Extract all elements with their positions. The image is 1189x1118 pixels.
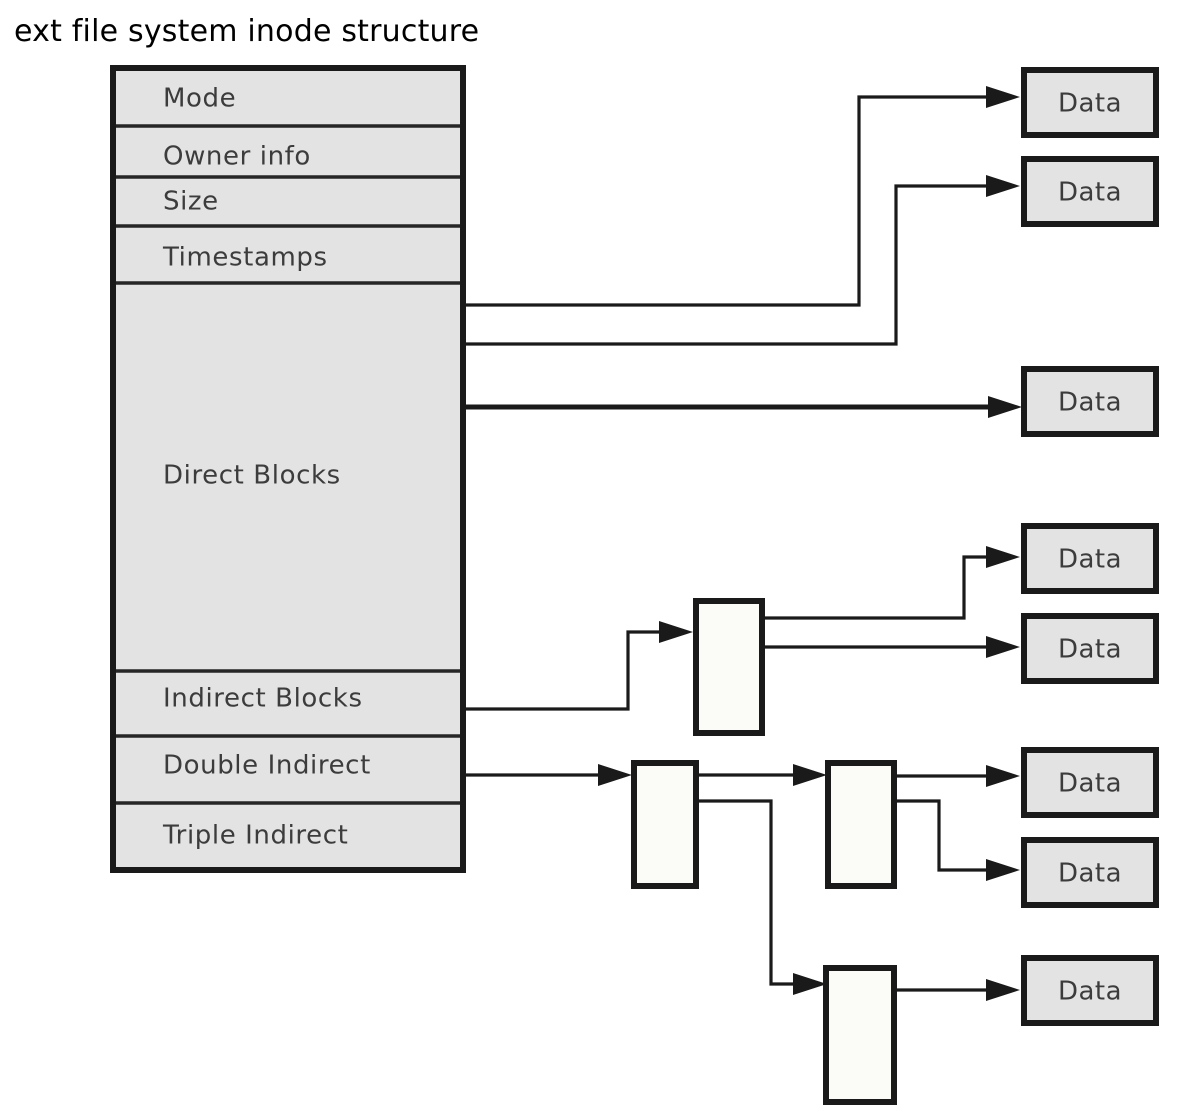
- connector-indirect-out-2: [762, 636, 1020, 658]
- indirect-block: [693, 598, 765, 736]
- connector-triple-out-1: [894, 979, 1020, 1001]
- triple-indirect-leaf-block: [823, 965, 897, 1105]
- data-block-8: Data: [1021, 955, 1159, 1026]
- data-block-7: Data: [1021, 837, 1159, 908]
- data-block-label: Data: [1058, 859, 1122, 889]
- inode-row-indirect-blocks: Indirect Blocks: [163, 684, 363, 714]
- connector-direct-1: [463, 86, 1020, 307]
- connector-double-indirect-out-1: [696, 764, 827, 786]
- data-block-label: Data: [1058, 635, 1122, 665]
- data-block-4: Data: [1021, 523, 1159, 594]
- double-indirect-block-box: [631, 760, 699, 889]
- inode-row-size: Size: [163, 187, 219, 217]
- connector-direct-3: [463, 396, 1022, 418]
- triple-indirect-leaf-block-box: [823, 965, 897, 1105]
- data-block-label: Data: [1058, 89, 1122, 119]
- page-title: ext file system inode structure: [14, 14, 480, 49]
- double-indirect-leaf-block-box: [825, 760, 897, 889]
- inode-row-timestamps: Timestamps: [162, 243, 328, 273]
- double-indirect-block: [631, 760, 699, 889]
- inode-border: [110, 65, 466, 873]
- inode-row-mode: Mode: [163, 84, 236, 114]
- data-block-label: Data: [1058, 769, 1122, 799]
- data-block-label: Data: [1058, 545, 1122, 575]
- data-block-1: Data: [1021, 67, 1159, 138]
- connector-direct-2: [463, 175, 1020, 346]
- inode-row-triple-indirect: Triple Indirect: [162, 821, 348, 851]
- connector-leaf-out-1: [894, 765, 1020, 787]
- data-block-2: Data: [1021, 156, 1159, 227]
- connector-indirect-out-1: [762, 546, 1020, 620]
- inode-block: Mode Owner info Size Timestamps Direct B…: [110, 65, 466, 873]
- double-indirect-leaf-block: [825, 760, 897, 889]
- data-block-label: Data: [1058, 178, 1122, 208]
- connector-double-indirect-entry: [463, 764, 632, 786]
- connector-indirect-entry: [463, 621, 693, 711]
- inode-row-owner-info: Owner info: [163, 142, 311, 172]
- data-block-5: Data: [1021, 613, 1159, 684]
- inode-row-direct-blocks: Direct Blocks: [163, 461, 341, 491]
- connector-double-indirect-out-2: [696, 799, 827, 995]
- indirect-block-box: [693, 598, 765, 736]
- connector-leaf-out-2: [894, 799, 1020, 881]
- data-block-label: Data: [1058, 977, 1122, 1007]
- inode-row-double-indirect: Double Indirect: [163, 751, 371, 781]
- data-block-3: Data: [1021, 366, 1159, 437]
- data-block-6: Data: [1021, 747, 1159, 818]
- data-block-label: Data: [1058, 388, 1122, 418]
